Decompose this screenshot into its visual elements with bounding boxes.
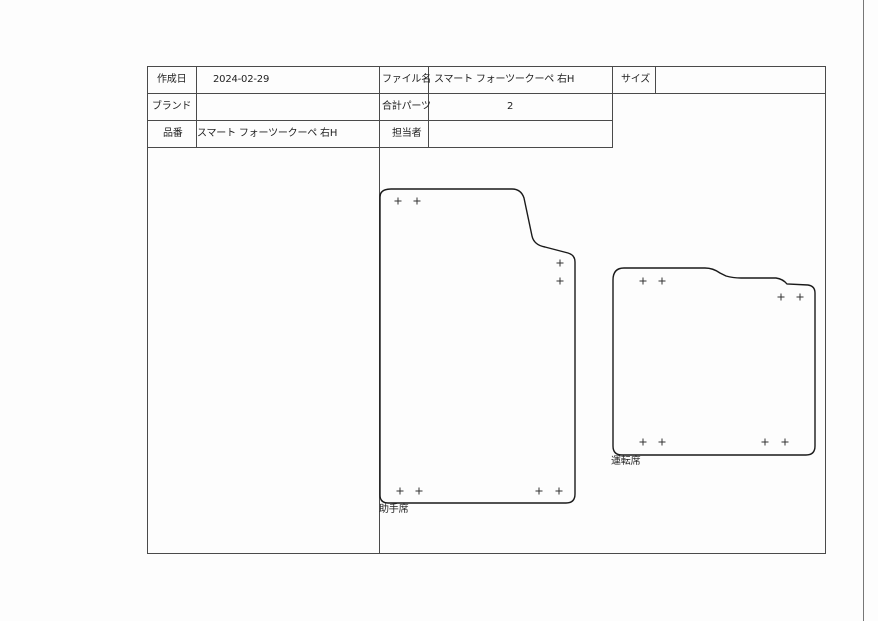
header-row-line-2 (147, 120, 613, 121)
header-col-line-b (428, 66, 429, 147)
created-value: 2024-02-29 (213, 74, 270, 85)
size-label: サイズ (621, 74, 651, 85)
hole-mark (639, 277, 647, 285)
hole-mark (777, 293, 785, 301)
filename-label: ファイル名 (382, 74, 431, 85)
hole-mark (535, 487, 543, 495)
passenger-mat-holes (394, 197, 564, 495)
scan-edge (863, 0, 864, 621)
passenger-mat-label: 助手席 (379, 504, 409, 515)
header-col-line-d (655, 66, 656, 93)
driver-mat-label: 運転席 (611, 456, 641, 467)
part-number-value: スマート フォーツークーペ 右H (197, 128, 338, 139)
header-row-line-1 (147, 93, 825, 94)
hole-mark (781, 438, 789, 446)
created-label: 作成日 (157, 74, 187, 85)
header-col-line-a (196, 66, 197, 147)
filename-value: スマート フォーツークーペ 右H (434, 74, 575, 85)
hole-mark (658, 438, 666, 446)
parts-label: 合計パーツ (382, 101, 431, 112)
hole-mark (555, 487, 563, 495)
person-label: 担当者 (392, 128, 422, 139)
hole-mark (556, 259, 564, 267)
hole-mark (639, 438, 647, 446)
hole-mark (415, 487, 423, 495)
hole-mark (556, 277, 564, 285)
sheet-frame (147, 66, 826, 554)
driver-mat-holes (639, 277, 804, 446)
hole-mark (394, 197, 402, 205)
parts-value: 2 (507, 101, 514, 112)
header-col-line-c (612, 66, 613, 147)
passenger-mat-outline (379, 188, 576, 504)
hole-mark (658, 277, 666, 285)
hole-mark (761, 438, 769, 446)
brand-label: ブランド (152, 101, 192, 112)
part-number-label: 品番 (163, 128, 183, 139)
hole-mark (396, 487, 404, 495)
header-row-line-3 (147, 147, 613, 148)
hole-mark (796, 293, 804, 301)
driver-mat-outline (612, 267, 816, 456)
hole-mark (413, 197, 421, 205)
